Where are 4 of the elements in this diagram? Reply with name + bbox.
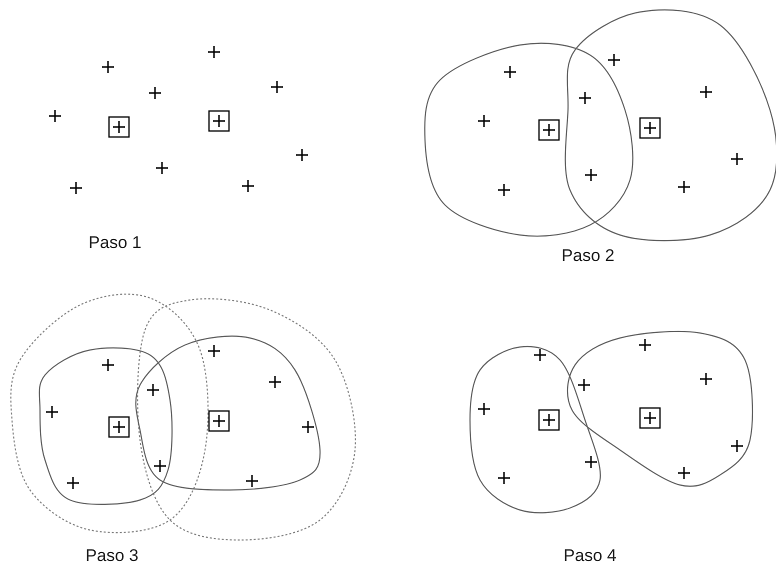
step-label: Paso 1 (88, 233, 142, 253)
step-label: Paso 4 (564, 546, 616, 566)
step-label: Paso 2 (562, 246, 614, 266)
step-label: Paso 3 (86, 546, 138, 566)
